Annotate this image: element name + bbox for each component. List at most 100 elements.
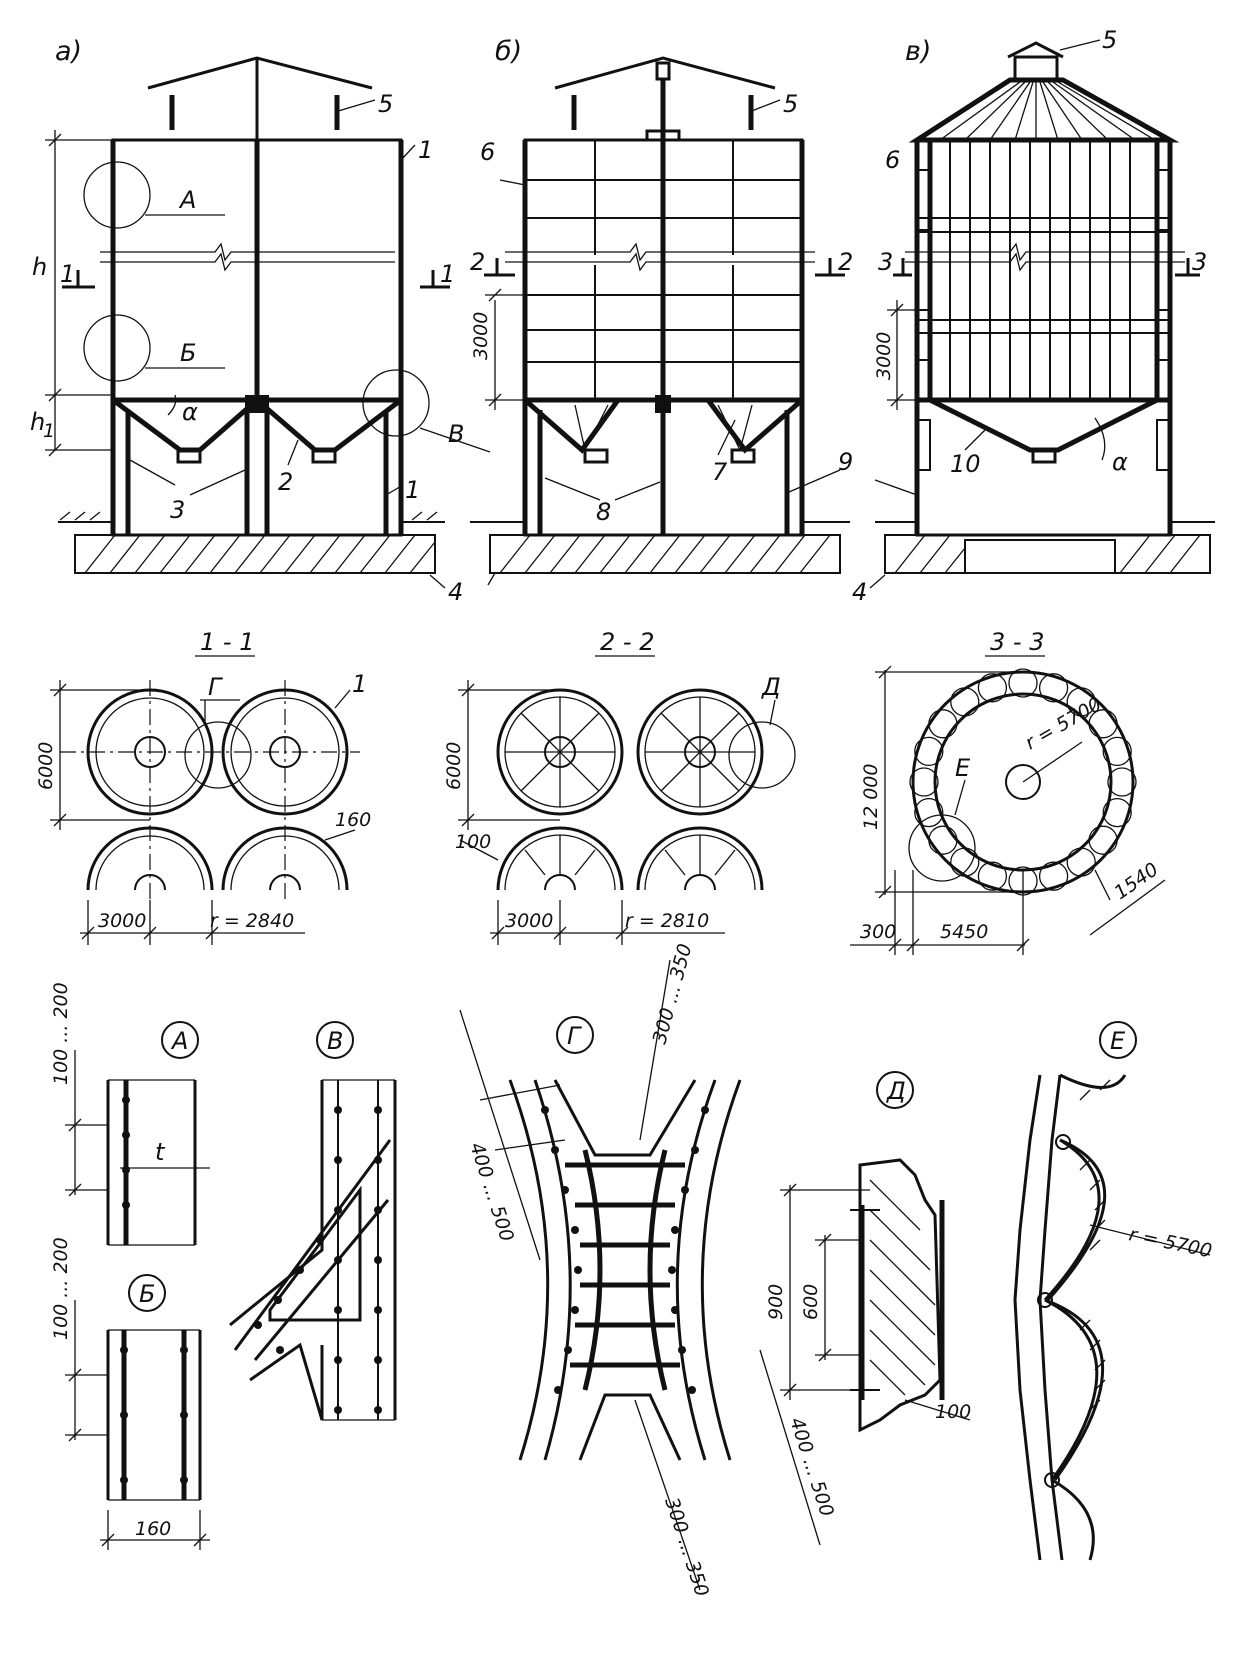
dim-300: 300 <box>860 921 896 943</box>
section-3-3-title: 3 - 3 <box>990 628 1044 656</box>
ring-cell <box>1038 673 1069 703</box>
view-b-label: б) <box>495 36 522 67</box>
dim-r2840: r = 2840 <box>210 910 294 932</box>
ring-cell <box>1107 767 1137 797</box>
mark-7-b: 7 <box>712 458 728 486</box>
detail-A-badge <box>161 1021 199 1059</box>
mark-1-top-a: 1 <box>418 136 433 164</box>
svg-text:1: 1 <box>43 420 55 442</box>
dim-6000-2-2: 6000 <box>443 742 465 790</box>
mark-6-v: 6 <box>885 146 900 174</box>
section-3-3: 3 - 3 r = 5700 Е 12 000 300 5450 1540 <box>850 628 1166 955</box>
thickness-t: t <box>155 1138 166 1166</box>
cut-1-left: 1 <box>60 260 75 288</box>
dim-160-B: 160 <box>135 1518 171 1540</box>
detail-E-marker <box>908 814 976 882</box>
dim-1540: 1540 <box>1110 858 1162 904</box>
dim-3000-v: 3000 <box>873 332 895 380</box>
dim-300-350-bottom: 300 ... 350 <box>660 1495 713 1600</box>
ring-cell <box>950 687 980 717</box>
mark-2-a: 2 <box>278 468 293 496</box>
svg-text:Д: Д <box>886 1077 906 1105</box>
roof-vent-v <box>1013 55 1059 82</box>
detail-B-badge <box>128 1274 166 1312</box>
ring-cell <box>914 736 944 767</box>
cut-2-left: 2 <box>470 248 485 276</box>
ring-cell <box>977 673 1008 703</box>
view-b-elevation: б) 2 2 3000 6 5 7 <box>470 36 853 586</box>
dim-160-plan: 160 <box>335 809 371 831</box>
mark-3-a: 3 <box>170 496 185 524</box>
cut-2-right: 2 <box>838 248 853 276</box>
view-v-label: в) <box>905 36 931 67</box>
mark-9-b: 9 <box>838 448 853 476</box>
cut-3-left: 3 <box>878 248 893 276</box>
detail-D-badge <box>876 1071 914 1109</box>
section-2-2: 2 - 2 Д 100 6000 3000 r = 2810 <box>443 628 796 945</box>
ring-cell <box>977 861 1008 891</box>
ring-cell <box>1008 668 1038 698</box>
detail-B-marker <box>83 314 151 382</box>
alpha-label-a: α <box>182 398 198 426</box>
dim-100-200-A: 100 ... 200 <box>50 982 72 1085</box>
dim-3000-b: 3000 <box>470 312 492 360</box>
view-v-elevation: в) 5 3 3 300 <box>852 26 1215 606</box>
ring-cell <box>1038 861 1069 891</box>
mark-5-b: 5 <box>783 90 798 118</box>
dim-h: h <box>32 253 47 281</box>
cut-1-right: 1 <box>440 260 455 288</box>
detail-D-ref: Д <box>761 673 781 701</box>
detail-G: Г 400 ... 500 300 ... 350 400 ... 500 30… <box>459 941 838 1600</box>
ring-cell <box>1066 687 1096 717</box>
ring-cell <box>1102 736 1132 767</box>
ring-cell <box>914 797 944 828</box>
detail-B: Б 100 ... 200 160 <box>50 1237 210 1550</box>
roof-a <box>147 56 373 90</box>
foundation-slab-a <box>74 534 436 574</box>
ring-cell <box>928 709 958 739</box>
detail-A: А t 100 ... 200 <box>50 982 210 1246</box>
detail-D-marker <box>728 721 796 789</box>
ring-cell <box>1102 797 1132 828</box>
alpha-label-v: α <box>1112 448 1128 476</box>
dim-6000-1-1: 6000 <box>35 742 57 790</box>
ring-cell <box>928 825 958 855</box>
ring-cell <box>1066 847 1096 877</box>
detail-V: В <box>229 1021 397 1421</box>
svg-text:А: А <box>170 1027 188 1055</box>
detail-E: Е r = 5700 <box>1013 1021 1214 1561</box>
detail-G-badge <box>556 1016 594 1054</box>
ring-cell <box>1088 825 1118 855</box>
mark-4-v: 4 <box>852 578 867 606</box>
detail-D: Д 900 600 100 <box>765 1071 971 1433</box>
dim-3000-1-1: 3000 <box>98 910 146 932</box>
svg-text:Б: Б <box>139 1280 155 1308</box>
section-2-2-title: 2 - 2 <box>600 628 654 656</box>
mark-5-a: 5 <box>378 90 393 118</box>
detail-E-ref: Е <box>955 754 971 782</box>
detail-V-marker <box>362 369 430 437</box>
foundation-slab-b <box>489 534 841 574</box>
section-1-1-title: 1 - 1 <box>200 628 254 656</box>
ring-cell <box>1088 709 1118 739</box>
mark-8-b: 8 <box>596 498 611 526</box>
dim-5450: 5450 <box>940 921 988 943</box>
mark-6-b: 6 <box>480 138 495 166</box>
mark-10-v: 10 <box>950 450 981 478</box>
detail-G-ref: Г <box>208 673 223 701</box>
dim-r5700-E: r = 5700 <box>1127 1223 1214 1262</box>
mark-1-bottom-a: 1 <box>405 476 420 504</box>
dim-400-500-top: 400 ... 500 <box>465 1140 518 1245</box>
mark-4-a: 4 <box>448 578 463 606</box>
svg-text:Е: Е <box>1110 1027 1126 1055</box>
dim-400-500-bottom: 400 ... 500 <box>785 1415 838 1520</box>
dim-100-D: 100 <box>935 1401 971 1423</box>
dim-100-plan: 100 <box>455 831 491 853</box>
dim-3000-2-2: 3000 <box>505 910 553 932</box>
detail-E-badge <box>1099 1021 1137 1059</box>
detail-V-ref: В <box>448 420 464 448</box>
dim-900: 900 <box>765 1284 787 1320</box>
mark-1-plan: 1 <box>352 670 367 698</box>
detail-B-ref: Б <box>180 339 196 367</box>
